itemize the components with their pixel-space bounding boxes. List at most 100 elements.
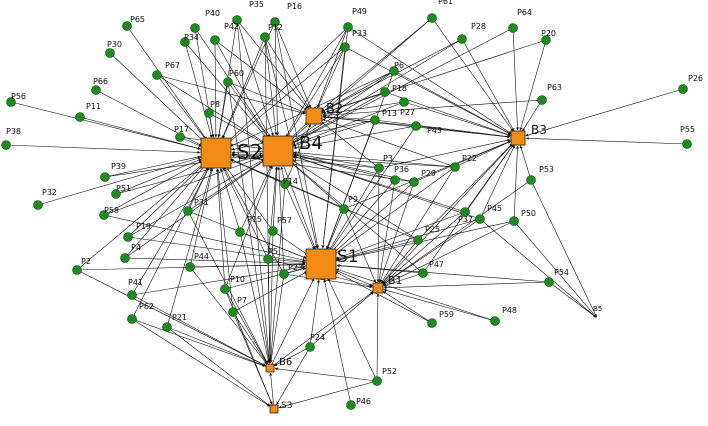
node-label-P62: P62: [139, 302, 154, 311]
node-P14[interactable]: [280, 179, 290, 189]
edge-P29-B3: [413, 140, 511, 183]
node-P52[interactable]: [372, 376, 382, 386]
hub-S1[interactable]: [305, 248, 337, 280]
node-P57[interactable]: [268, 226, 278, 236]
node-P30[interactable]: [105, 48, 115, 58]
edge-P54-S1: [336, 264, 550, 283]
node-P20[interactable]: [541, 35, 551, 45]
node-P65[interactable]: [122, 21, 132, 31]
node-P27[interactable]: [399, 97, 409, 107]
node-P67[interactable]: [152, 70, 162, 80]
node-label-P2: P2: [81, 257, 91, 266]
node-P4[interactable]: [120, 253, 130, 263]
hub-B4[interactable]: [262, 135, 294, 167]
node-P3[interactable]: [374, 163, 384, 173]
edge-P58-S1: [103, 214, 306, 262]
node-P16[interactable]: [270, 17, 280, 27]
node-P58[interactable]: [99, 210, 109, 220]
node-P36[interactable]: [390, 175, 400, 185]
node-P49[interactable]: [343, 22, 353, 32]
node-P13[interactable]: [370, 115, 380, 125]
node-P55[interactable]: [682, 139, 692, 149]
node-P32[interactable]: [33, 200, 43, 210]
node-P5[interactable]: [263, 254, 273, 264]
node-P40[interactable]: [190, 23, 200, 33]
node-P38[interactable]: [1, 140, 11, 150]
node-P7[interactable]: [228, 307, 238, 317]
node-P44[interactable]: [185, 262, 195, 272]
hub-S3[interactable]: [269, 404, 279, 414]
node-P61[interactable]: [427, 13, 437, 23]
edge-P16-B4: [274, 21, 280, 136]
edge-P25-B3: [417, 143, 513, 241]
node-P25[interactable]: [413, 235, 423, 245]
node-label-P22: P22: [462, 154, 477, 163]
hub-label-B4: B4: [299, 133, 323, 154]
edge-P13-B2: [322, 115, 376, 121]
edge-P19-S1: [127, 236, 306, 263]
edge-P64-B4: [291, 27, 514, 144]
node-P24[interactable]: [305, 342, 315, 352]
node-label-P10: P10: [230, 275, 245, 284]
hub-B6[interactable]: [265, 363, 275, 373]
node-label-P3: P3: [383, 154, 393, 163]
node-P41[interactable]: [127, 290, 137, 300]
node-P45[interactable]: [475, 214, 485, 224]
node-P64[interactable]: [508, 23, 518, 33]
node-P66[interactable]: [91, 85, 101, 95]
node-P42[interactable]: [210, 35, 220, 45]
node-P11[interactable]: [75, 112, 85, 122]
edge-P49-B3: [347, 26, 512, 134]
edge-P52-B1: [376, 293, 380, 382]
edge-P35-B2: [236, 19, 309, 110]
node-P60[interactable]: [223, 77, 233, 87]
edge-P41-S2: [131, 166, 209, 296]
hub-B1[interactable]: [372, 282, 384, 294]
node-P6[interactable]: [389, 66, 399, 76]
node-P63[interactable]: [537, 95, 547, 105]
node-label-P44: P44: [194, 252, 209, 261]
node-P26[interactable]: [678, 84, 688, 94]
edge-P56-S2: [10, 101, 201, 150]
node-P62[interactable]: [127, 314, 137, 324]
node-P56[interactable]: [6, 97, 16, 107]
node-P37[interactable]: [460, 207, 470, 217]
node-P53[interactable]: [526, 175, 536, 185]
node-P8[interactable]: [204, 108, 214, 118]
node-P15[interactable]: [235, 227, 245, 237]
node-P50[interactable]: [509, 216, 519, 226]
node-P48[interactable]: [490, 316, 500, 326]
node-P28[interactable]: [457, 34, 467, 44]
node-P54[interactable]: [544, 277, 554, 287]
node-P39[interactable]: [100, 172, 110, 182]
node-P29[interactable]: [409, 177, 419, 187]
node-P21[interactable]: [162, 322, 172, 332]
node-P19[interactable]: [123, 232, 133, 242]
node-P31[interactable]: [183, 206, 193, 216]
node-P18[interactable]: [380, 87, 390, 97]
hub-label-S2: S2: [237, 140, 262, 164]
node-P2[interactable]: [72, 265, 82, 275]
edge-P51-B4: [115, 154, 263, 195]
hub-B3[interactable]: [510, 130, 526, 146]
edge-P2-S2: [76, 163, 205, 271]
node-P59[interactable]: [427, 318, 437, 328]
node-P9[interactable]: [339, 204, 349, 214]
node-P51[interactable]: [111, 189, 121, 199]
node-P34[interactable]: [180, 37, 190, 47]
node-P17[interactable]: [175, 132, 185, 142]
node-P23[interactable]: [279, 269, 289, 279]
node-P35[interactable]: [232, 15, 242, 25]
node-P10[interactable]: [220, 284, 230, 294]
node-P22[interactable]: [450, 162, 460, 172]
node-P33[interactable]: [340, 42, 350, 52]
hub-B2[interactable]: [305, 107, 323, 125]
node-P47[interactable]: [418, 268, 428, 278]
hub-S2[interactable]: [200, 137, 232, 169]
edge-P37-S1: [335, 211, 466, 260]
edge-P12-B4: [264, 36, 278, 136]
node-P46[interactable]: [346, 400, 356, 410]
edge-P32-S2: [37, 156, 201, 206]
node-P12[interactable]: [260, 32, 270, 42]
node-P43[interactable]: [411, 121, 421, 131]
